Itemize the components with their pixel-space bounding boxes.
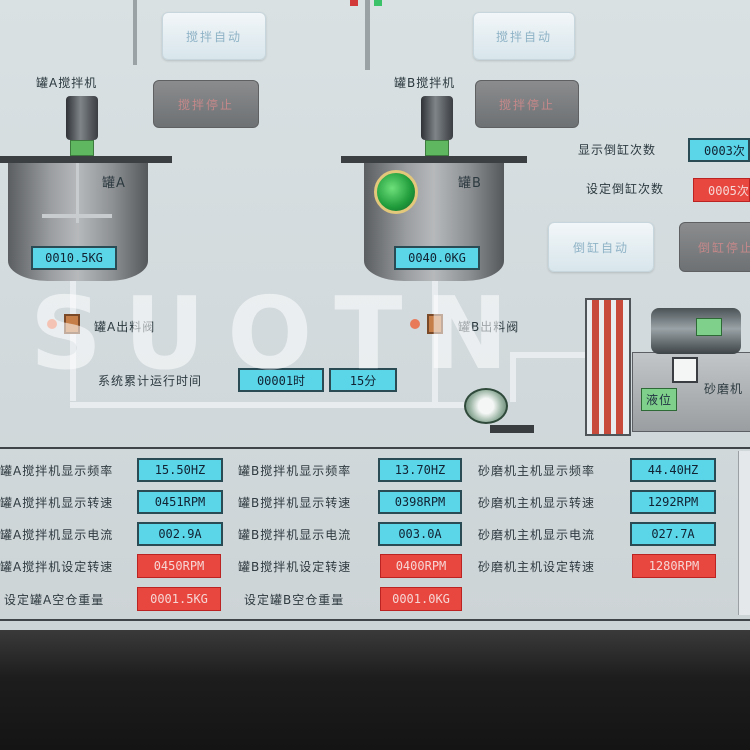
sand-mill-chamber-icon[interactable] — [585, 298, 631, 436]
tank-b-stir-auto-button[interactable]: 搅拌自动 — [473, 12, 575, 60]
table-row-label: 罐A搅拌机显示电流 — [0, 528, 114, 542]
tank-a-mixer-label: 罐A搅拌机 — [36, 76, 98, 90]
tank-a-name: 罐A — [102, 176, 126, 191]
tank-a-frequency-display: 15.50HZ — [137, 458, 223, 482]
tank-a-motor-coupling-icon — [70, 140, 94, 156]
indicator-red-icon — [350, 0, 358, 6]
tank-b-valve-handle-icon — [410, 319, 420, 329]
sand-mill-control-box-icon — [696, 318, 722, 336]
sand-mill-level-label: 液位 — [641, 388, 678, 411]
table-row-label: 罐B搅拌机设定转速 — [238, 560, 352, 574]
table-row-label: 罐B搅拌机显示转速 — [238, 496, 352, 510]
tank-b-status-lamp-icon — [374, 170, 418, 214]
sand-mill-label: 砂磨机 — [704, 382, 744, 396]
pour-count-display: 0003次 — [688, 138, 750, 162]
table-row-label: 罐A搅拌机设定转速 — [0, 560, 114, 574]
table-row-label: 砂磨机主机显示频率 — [478, 464, 596, 478]
tank-b-name: 罐B — [458, 176, 482, 191]
parameter-table: 罐A搅拌机显示频率 15.50HZ 罐A搅拌机显示转速 0451RPM 罐A搅拌… — [0, 447, 750, 621]
tank-a-stir-stop-button[interactable]: 搅拌停止 — [153, 80, 259, 128]
mill-speed-display: 1292RPM — [630, 490, 716, 514]
tank-b-empty-weight-setting[interactable]: 0001.0KG — [380, 587, 462, 611]
pour-stop-button[interactable]: 倒缸停止 — [679, 222, 750, 272]
tank-a-mixer-motor-icon[interactable] — [66, 96, 98, 140]
table-side-scroll[interactable] — [738, 451, 750, 615]
pour-count-setting[interactable]: 0005次 — [693, 178, 750, 202]
tank-a-outlet-pipe — [70, 281, 76, 401]
hmi-screen: 搅拌自动 搅拌停止 搅拌自动 搅拌停止 罐A搅拌机 罐A 0010.5KG 罐A… — [0, 0, 750, 630]
runtime-hours-display: 00001时 — [238, 368, 324, 392]
tank-a-current-display: 002.9A — [137, 522, 223, 546]
tank-a-empty-weight-setting[interactable]: 0001.5KG — [137, 587, 221, 611]
table-row-label: 罐A搅拌机显示转速 — [0, 496, 114, 510]
tank-b-stir-stop-button[interactable]: 搅拌停止 — [475, 80, 579, 128]
monitor-bezel — [0, 630, 750, 750]
tank-b-frequency-display: 13.70HZ — [378, 458, 462, 482]
tank-a-weight-display: 0010.5KG — [31, 246, 117, 270]
table-row-label: 砂磨机主机设定转速 — [478, 560, 596, 574]
pour-auto-button[interactable]: 倒缸自动 — [548, 222, 654, 272]
tank-a-agitator-icon — [76, 163, 79, 223]
tank-b-motor-coupling-icon — [425, 140, 449, 156]
pour-count-set-label: 设定倒缸次数 — [586, 182, 665, 196]
table-row-label: 罐B搅拌机显示频率 — [238, 464, 352, 478]
runtime-minutes-display: 15分 — [329, 368, 397, 392]
table-row-label: 罐B搅拌机显示电流 — [238, 528, 352, 542]
tank-b-weight-display: 0040.0KG — [394, 246, 480, 270]
feed-pipe-b — [365, 0, 370, 70]
tank-b-outlet-pipe — [432, 281, 438, 406]
mill-frequency-display: 44.40HZ — [630, 458, 716, 482]
tank-a-stir-auto-button[interactable]: 搅拌自动 — [162, 12, 266, 60]
mill-feed-pipe — [510, 352, 590, 358]
sand-mill-fan-icon — [672, 357, 698, 383]
tank-a-speed-setting[interactable]: 0450RPM — [137, 554, 221, 578]
tank-a-speed-display: 0451RPM — [137, 490, 223, 514]
pour-count-display-label: 显示倒缸次数 — [578, 143, 657, 157]
indicator-green-icon — [374, 0, 382, 6]
tank-a-agitator-blade-icon — [42, 214, 112, 218]
mill-current-display: 027.7A — [630, 522, 716, 546]
table-row-label: 设定罐A空仓重量 — [4, 593, 105, 607]
feed-pipe-a — [133, 0, 137, 65]
pump-riser-pipe — [510, 352, 516, 402]
tank-b-speed-setting[interactable]: 0400RPM — [380, 554, 462, 578]
tank-b-lid — [341, 156, 527, 163]
tank-a-lid — [0, 156, 172, 163]
tank-a-valve-label: 罐A出料阀 — [94, 320, 156, 334]
table-row-label: 砂磨机主机显示电流 — [478, 528, 596, 542]
tank-b-valve-icon[interactable] — [427, 314, 443, 334]
main-transfer-pipe — [70, 402, 490, 408]
table-row-label: 砂磨机主机显示转速 — [478, 496, 596, 510]
tank-b-current-display: 003.0A — [378, 522, 462, 546]
table-row-label: 设定罐B空仓重量 — [244, 593, 345, 607]
pump-base-icon — [490, 425, 534, 433]
mill-speed-setting[interactable]: 1280RPM — [632, 554, 716, 578]
tank-b-mixer-label: 罐B搅拌机 — [394, 76, 456, 90]
pump-icon[interactable] — [464, 388, 508, 424]
tank-b-speed-display: 0398RPM — [378, 490, 462, 514]
tank-a-valve-icon[interactable] — [64, 314, 80, 334]
runtime-label: 系统累计运行时间 — [98, 374, 203, 388]
table-row-label: 罐A搅拌机显示频率 — [0, 464, 114, 478]
tank-b-valve-label: 罐B出料阀 — [458, 320, 520, 334]
tank-b-mixer-motor-icon[interactable] — [421, 96, 453, 140]
tank-a-valve-handle-icon — [47, 319, 57, 329]
